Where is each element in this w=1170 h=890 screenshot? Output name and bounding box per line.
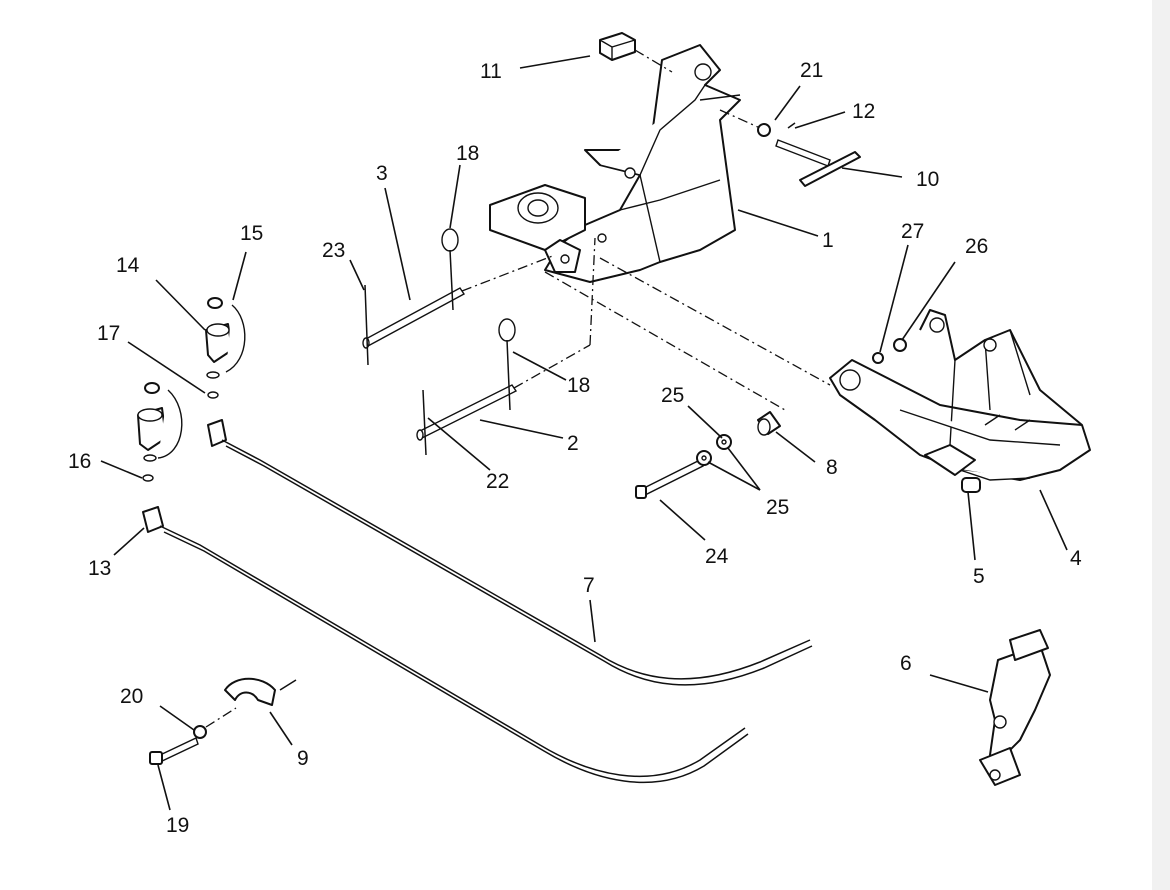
small-block-part bbox=[599, 32, 673, 73]
callout-20: 20 bbox=[120, 685, 143, 708]
hydraulic-hose-upper bbox=[221, 439, 813, 686]
callout-21: 21 bbox=[800, 59, 823, 82]
callout-14: 14 bbox=[116, 254, 140, 277]
bushing-part bbox=[961, 477, 981, 493]
bolt-24-part bbox=[635, 459, 704, 499]
pin-2-part bbox=[416, 237, 596, 441]
callout-16: 16 bbox=[68, 450, 91, 473]
clamp-9-part bbox=[224, 677, 297, 706]
page-edge-strip bbox=[1152, 0, 1170, 890]
callout-22: 22 bbox=[486, 470, 509, 493]
linch-pin-18a bbox=[441, 228, 459, 311]
washer-20-part bbox=[193, 725, 207, 739]
pin-3-part bbox=[362, 254, 556, 349]
cotter-pin-23 bbox=[364, 284, 369, 366]
linch-pin-18b bbox=[498, 318, 516, 411]
callout-25-upper: 25 bbox=[661, 384, 684, 407]
callout-26: 26 bbox=[965, 235, 988, 258]
hydraulic-hose-lower bbox=[159, 525, 749, 784]
callout-27: 27 bbox=[901, 220, 924, 243]
callout-23: 23 bbox=[322, 239, 345, 262]
assembly-centerline-lower bbox=[544, 271, 786, 411]
lower-frame-part bbox=[829, 309, 1091, 481]
callout-25-lower: 25 bbox=[766, 496, 789, 519]
callout-15: 15 bbox=[240, 222, 263, 245]
coupler-13-part bbox=[137, 382, 183, 533]
assembly-centerline bbox=[599, 257, 831, 386]
leader-lines bbox=[100, 55, 1068, 811]
callout-7: 7 bbox=[583, 574, 595, 597]
callout-2: 2 bbox=[567, 432, 579, 455]
coupler-14-part bbox=[205, 297, 246, 447]
callout-5: 5 bbox=[973, 565, 985, 588]
callout-6: 6 bbox=[900, 652, 912, 675]
frame-bracket-part bbox=[489, 44, 741, 283]
washer-25-part bbox=[696, 434, 732, 466]
callout-24: 24 bbox=[705, 545, 729, 568]
spacer-8-part bbox=[757, 411, 781, 436]
callout-4: 4 bbox=[1070, 547, 1082, 570]
callout-17: 17 bbox=[97, 322, 120, 345]
callout-13: 13 bbox=[88, 557, 111, 580]
cotter-pin-22 bbox=[422, 389, 427, 456]
callout-18-lower: 18 bbox=[567, 374, 590, 397]
bolt-19-part bbox=[149, 707, 237, 765]
callout-8: 8 bbox=[826, 456, 838, 479]
callout-12: 12 bbox=[852, 100, 875, 123]
nut-washer-part bbox=[872, 338, 907, 364]
callout-19: 19 bbox=[166, 814, 189, 837]
callout-9: 9 bbox=[297, 747, 309, 770]
callout-1: 1 bbox=[822, 229, 834, 252]
callout-11: 11 bbox=[480, 60, 502, 83]
hydraulic-cylinder-part bbox=[979, 629, 1051, 786]
callout-3: 3 bbox=[376, 162, 388, 185]
callout-18-upper: 18 bbox=[456, 142, 479, 165]
hitch-pin-part bbox=[719, 109, 861, 187]
callout-labels: 1 2 3 4 5 6 7 8 9 10 11 12 13 14 15 16 1… bbox=[68, 59, 1082, 837]
callout-10: 10 bbox=[916, 168, 939, 191]
